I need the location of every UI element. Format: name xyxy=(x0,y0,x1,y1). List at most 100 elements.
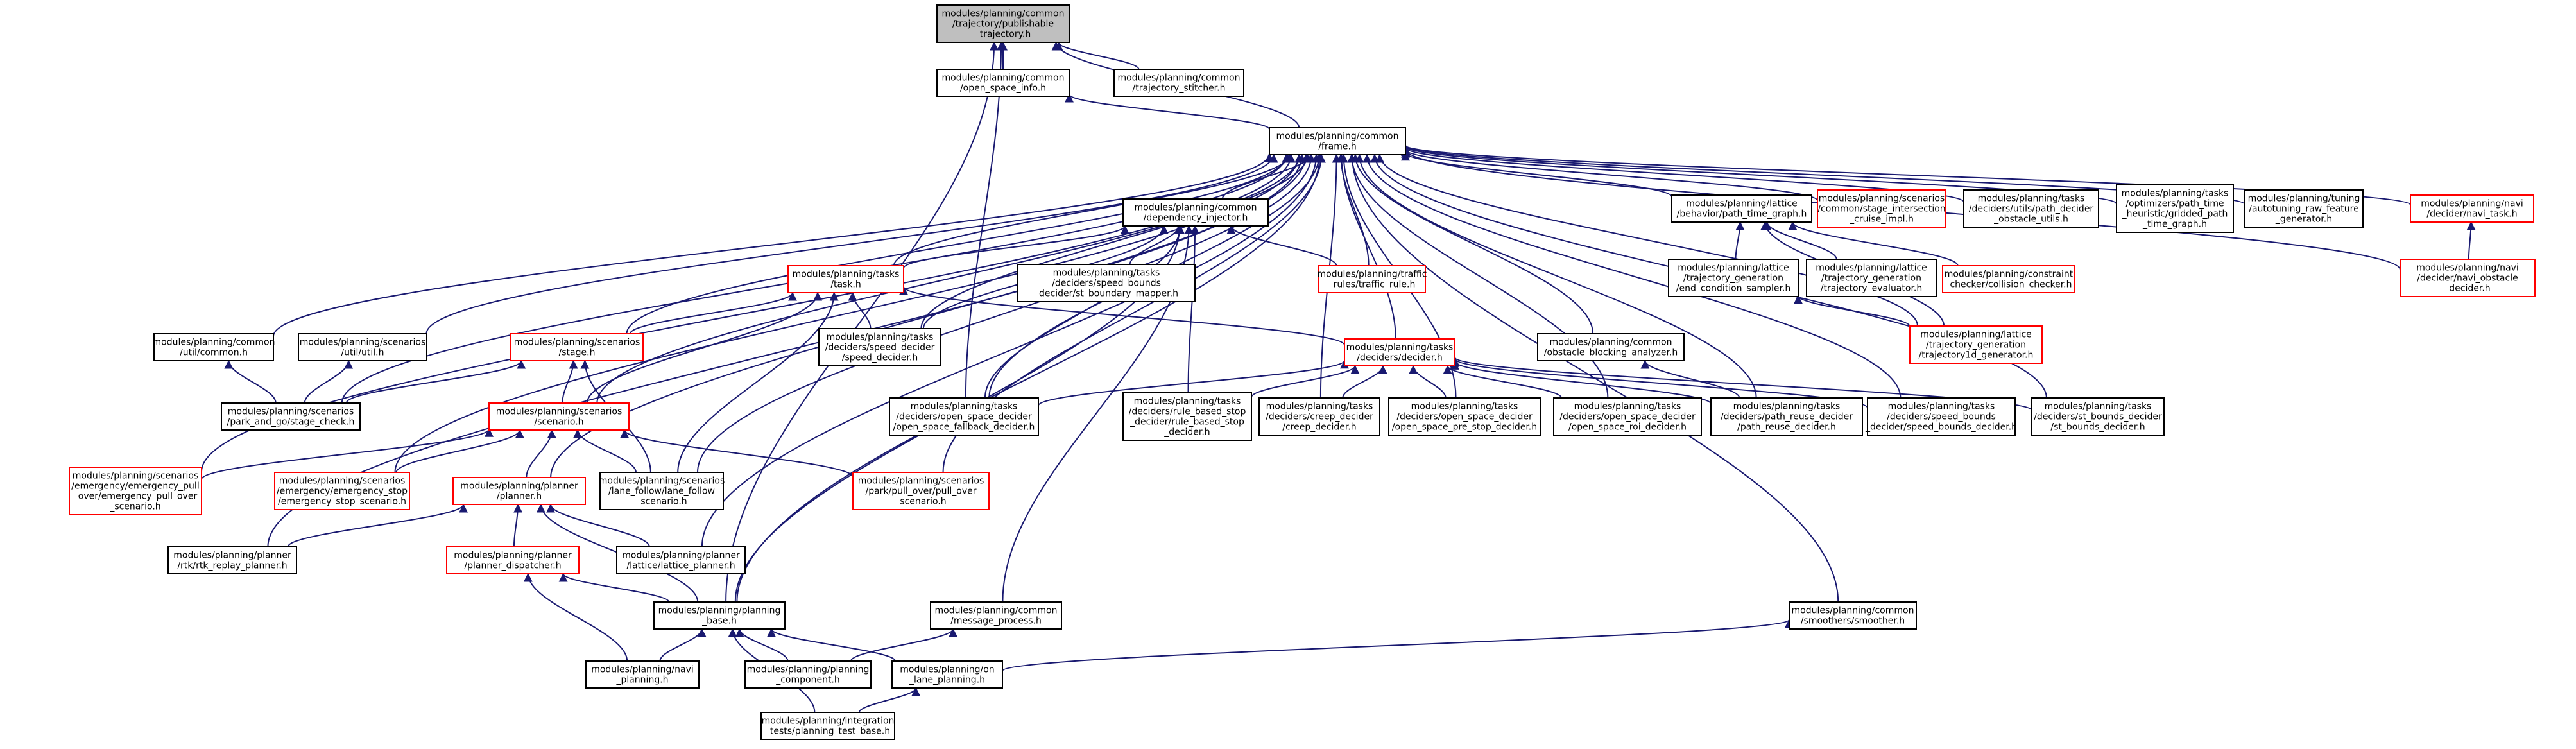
node-oba[interactable]: modules/planning/common/obstacle_blockin… xyxy=(1537,333,1685,361)
node-autotune[interactable]: modules/planning/tuning/autotuning_raw_f… xyxy=(2244,189,2364,228)
node-pathreuse[interactable]: modules/planning/tasks/deciders/path_reu… xyxy=(1710,397,1863,436)
node-label-line: /obstacle_blocking_analyzer.h xyxy=(1544,347,1678,357)
node-label-line: /util/common.h xyxy=(180,347,248,357)
node-tstitch[interactable]: modules/planning/common/trajectory_stitc… xyxy=(1113,69,1244,97)
edge-pathreuse-to-oba xyxy=(1640,359,1740,399)
node-ptg[interactable]: modules/planning/lattice/behavior/path_t… xyxy=(1671,194,1812,223)
node-label-line: modules/planning/lattice xyxy=(1920,329,2032,340)
node-sbd[interactable]: modules/planning/tasks/deciders/speed_bo… xyxy=(1865,397,2017,436)
node-label-line: /smoothers/smoother.h xyxy=(1801,616,1905,626)
node-onlane[interactable]: modules/planning/on_lane_planning.h xyxy=(891,660,1003,689)
node-osroi[interactable]: modules/planning/tasks/deciders/open_spa… xyxy=(1553,397,1702,436)
node-label-line: /open_space_info.h xyxy=(960,83,1046,93)
node-smoother[interactable]: modules/planning/common/smoothers/smooth… xyxy=(1789,601,1917,630)
node-label-line: modules/planning/common xyxy=(942,8,1065,19)
node-root[interactable]: modules/planning/common/trajectory/publi… xyxy=(936,4,1070,43)
node-label-line: modules/planning/tasks xyxy=(2045,401,2152,411)
edge-lattice-to-planner xyxy=(546,503,650,547)
node-box xyxy=(585,660,700,689)
node-label-line: _cruise_impl.h xyxy=(1849,214,1914,224)
node-osi[interactable]: modules/planning/common/open_space_info.… xyxy=(936,69,1070,97)
node-decider[interactable]: modules/planning/tasks/deciders/decider.… xyxy=(1344,338,1455,366)
node-label-line: /lane_follow/lane_follow xyxy=(608,486,715,496)
node-box xyxy=(1122,198,1269,227)
node-label-line: /optimizers/path_time xyxy=(2125,198,2224,209)
node-label-line: modules/planning/common xyxy=(935,605,1058,616)
node-depinj[interactable]: modules/planning/common/dependency_injec… xyxy=(1122,198,1269,227)
node-label-line: modules/planning/lattice xyxy=(1686,198,1798,209)
edge-naviobs-to-navitask xyxy=(2466,221,2476,260)
node-traffic[interactable]: modules/planning/traffic_rules/traffic_r… xyxy=(1317,265,1427,293)
node-pullover[interactable]: modules/planning/scenarios/park/pull_ove… xyxy=(852,472,990,510)
node-scenutil[interactable]: modules/planning/scenarios/util/util.h xyxy=(298,333,427,361)
node-box xyxy=(1710,397,1863,436)
node-pcomp[interactable]: modules/planning/planning_component.h xyxy=(744,660,872,689)
node-box xyxy=(510,333,644,361)
node-rtk[interactable]: modules/planning/planner/rtk/rtk_replay_… xyxy=(167,546,297,574)
node-label-line: /planner_dispatcher.h xyxy=(464,560,561,571)
node-t1dgen[interactable]: modules/planning/lattice/trajectory_gene… xyxy=(1909,325,2043,364)
node-label-line: /deciders/decider.h xyxy=(1357,352,1442,363)
edge-pcomp-to-msgproc xyxy=(850,628,957,662)
edge-parkcheck-to-commonutil xyxy=(224,359,277,404)
edge-tstitch-to-root xyxy=(1054,41,1140,70)
edge-lanefollow-to-frame xyxy=(697,153,1316,473)
node-stbd[interactable]: modules/planning/tasks/deciders/st_bound… xyxy=(2031,397,2165,436)
node-stage[interactable]: modules/planning/scenarios/stage.h xyxy=(510,333,644,361)
node-label-line: modules/planning/navi xyxy=(2416,263,2519,273)
node-msgproc[interactable]: modules/planning/common/message_process.… xyxy=(930,601,1062,630)
node-teval[interactable]: modules/planning/lattice/trajectory_gene… xyxy=(1806,259,1937,297)
node-label-line: modules/planning/tasks xyxy=(2122,188,2229,198)
node-collision[interactable]: modules/planning/constraint_checker/coll… xyxy=(1942,265,2075,293)
node-rbsd[interactable]: modules/planning/tasks/deciders/rule_bas… xyxy=(1122,392,1252,441)
node-label-line: modules/planning/scenarios xyxy=(514,337,640,347)
node-osfallback[interactable]: modules/planning/tasks/deciders/open_spa… xyxy=(889,397,1039,436)
node-label-line: /emergency/emergency_stop xyxy=(277,486,408,496)
node-sicimpl[interactable]: modules/planning/scenarios/common/stage_… xyxy=(1817,189,1946,228)
node-label-line: _time_graph.h xyxy=(2142,219,2207,229)
edge-osfallback-to-decider xyxy=(1038,359,1349,406)
node-emergpull[interactable]: modules/planning/scenarios/emergency/eme… xyxy=(69,467,202,515)
node-label-line: modules/planning/planning xyxy=(747,664,870,675)
edge-stage-to-task xyxy=(630,291,797,334)
node-label-line: modules/planning/tasks xyxy=(1411,401,1518,411)
node-stbm[interactable]: modules/planning/tasks/deciders/speed_bo… xyxy=(1017,264,1196,302)
node-label-line: /decider/navi_task.h xyxy=(2426,209,2517,219)
node-label-line: /deciders/open_space_decider xyxy=(1559,411,1696,422)
node-creep[interactable]: modules/planning/tasks/deciders/creep_de… xyxy=(1258,397,1380,436)
node-scenario[interactable]: modules/planning/scenarios/scenario.h xyxy=(488,402,630,431)
node-ospre[interactable]: modules/planning/tasks/deciders/open_spa… xyxy=(1388,397,1541,436)
node-label-line: /emergency/emergency_pull xyxy=(71,481,199,491)
node-box xyxy=(744,660,872,689)
node-frame[interactable]: modules/planning/common/frame.h xyxy=(1269,127,1406,155)
node-label-line: /frame.h xyxy=(1318,141,1357,151)
node-label-line: _rules/traffic_rule.h xyxy=(1328,279,1416,289)
node-gridded[interactable]: modules/planning/tasks/optimizers/path_t… xyxy=(2116,184,2234,233)
node-lattice[interactable]: modules/planning/planner/lattice/lattice… xyxy=(616,546,746,574)
node-ptb[interactable]: modules/planning/integration_tests/plann… xyxy=(760,712,895,740)
node-task[interactable]: modules/planning/tasks/task.h xyxy=(787,265,904,293)
node-pdou[interactable]: modules/planning/tasks/deciders/utils/pa… xyxy=(1963,189,2099,228)
node-label-line: /util/util.h xyxy=(341,347,384,357)
node-box xyxy=(889,397,1039,436)
node-box xyxy=(852,472,990,510)
node-dispatcher[interactable]: modules/planning/planner/planner_dispatc… xyxy=(446,546,580,574)
edge-onlane-to-smoother xyxy=(1002,619,1794,672)
node-navip[interactable]: modules/planning/navi_planning.h xyxy=(585,660,700,689)
node-pbase[interactable]: modules/planning/planning_base.h xyxy=(653,601,786,630)
edge-task-to-depinj xyxy=(903,225,1129,269)
node-label-line: _heuristic/gridded_path xyxy=(2122,209,2228,219)
node-label-line: modules/planning/tasks xyxy=(793,269,900,279)
node-sdec[interactable]: modules/planning/tasks/deciders/speed_de… xyxy=(818,328,941,366)
node-label-line: /st_bounds_decider.h xyxy=(2050,422,2145,432)
node-emergstop[interactable]: modules/planning/scenarios/emergency/eme… xyxy=(274,472,410,510)
node-ecs[interactable]: modules/planning/lattice/trajectory_gene… xyxy=(1668,259,1799,297)
node-navitask[interactable]: modules/planning/navi/decider/navi_task.… xyxy=(2410,194,2534,223)
node-label-line: _decider/st_boundary_mapper.h xyxy=(1034,288,1178,298)
node-planner[interactable]: modules/planning/planner/planner.h xyxy=(452,477,586,505)
node-lanefollow[interactable]: modules/planning/scenarios/lane_follow/l… xyxy=(599,472,725,510)
node-parkcheck[interactable]: modules/planning/scenarios/park_and_go/s… xyxy=(221,402,361,431)
node-commonutil[interactable]: modules/planning/common/util/common.h xyxy=(153,333,275,361)
node-naviobs[interactable]: modules/planning/navi/decider/navi_obsta… xyxy=(2400,259,2536,297)
node-box xyxy=(452,477,586,505)
